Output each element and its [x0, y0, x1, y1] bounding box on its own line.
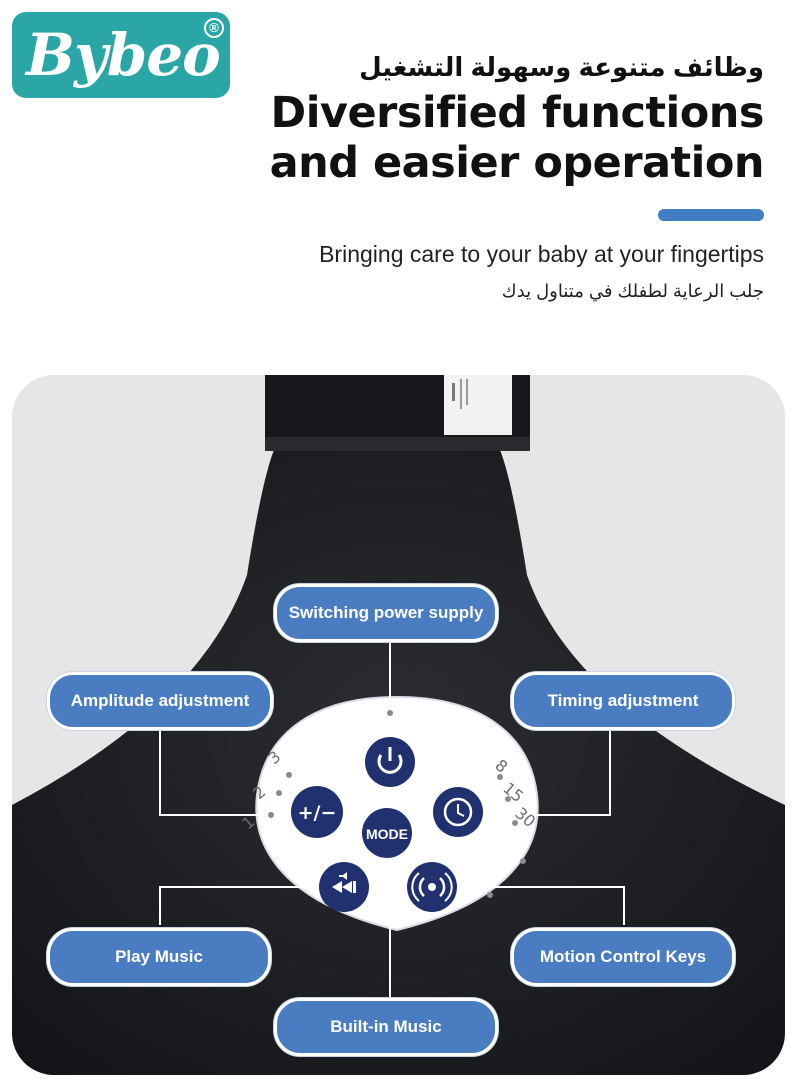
callout-amplitude-adjustment: Amplitude adjustment — [47, 672, 273, 730]
product-illustration: +/− MODE 1 2 3 8 15 — [12, 375, 785, 1075]
accent-bar — [658, 209, 764, 221]
subtitle: Bringing care to your baby at your finge… — [319, 241, 764, 267]
title-line-2: and easier operation — [269, 138, 765, 188]
mode-label: MODE — [366, 826, 408, 842]
motion-button — [407, 862, 457, 912]
callout-play-music: Play Music — [47, 928, 271, 986]
amplitude-button: +/− — [291, 786, 343, 838]
callout-timing-adjustment: Timing adjustment — [511, 672, 735, 730]
arabic-subtitle: جلب الرعاية لطفلك في متناول يدك — [501, 281, 764, 301]
callout-built-in-music: Built-in Music — [274, 998, 498, 1056]
mode-button: MODE — [362, 808, 412, 858]
label-sticker — [444, 375, 512, 435]
registered-mark: ® — [204, 18, 224, 38]
brand-name: Bybeo — [26, 21, 221, 89]
callout-motion-control-keys: Motion Control Keys — [511, 928, 735, 986]
brand-logo: Bybeo ® — [12, 12, 230, 98]
title-line-1: Diversified functions — [270, 88, 765, 138]
svg-text:+/−: +/− — [298, 802, 337, 824]
callout-switching-power: Switching power supply — [274, 584, 498, 642]
arabic-title: وظائف متنوعة وسهولة التشغيل — [359, 52, 764, 82]
timer-button — [433, 787, 483, 837]
power-button — [365, 737, 415, 787]
product-panel: +/− MODE 1 2 3 8 15 — [12, 375, 785, 1075]
music-button — [319, 862, 369, 912]
page-title: Diversified functions and easier operati… — [269, 88, 765, 188]
